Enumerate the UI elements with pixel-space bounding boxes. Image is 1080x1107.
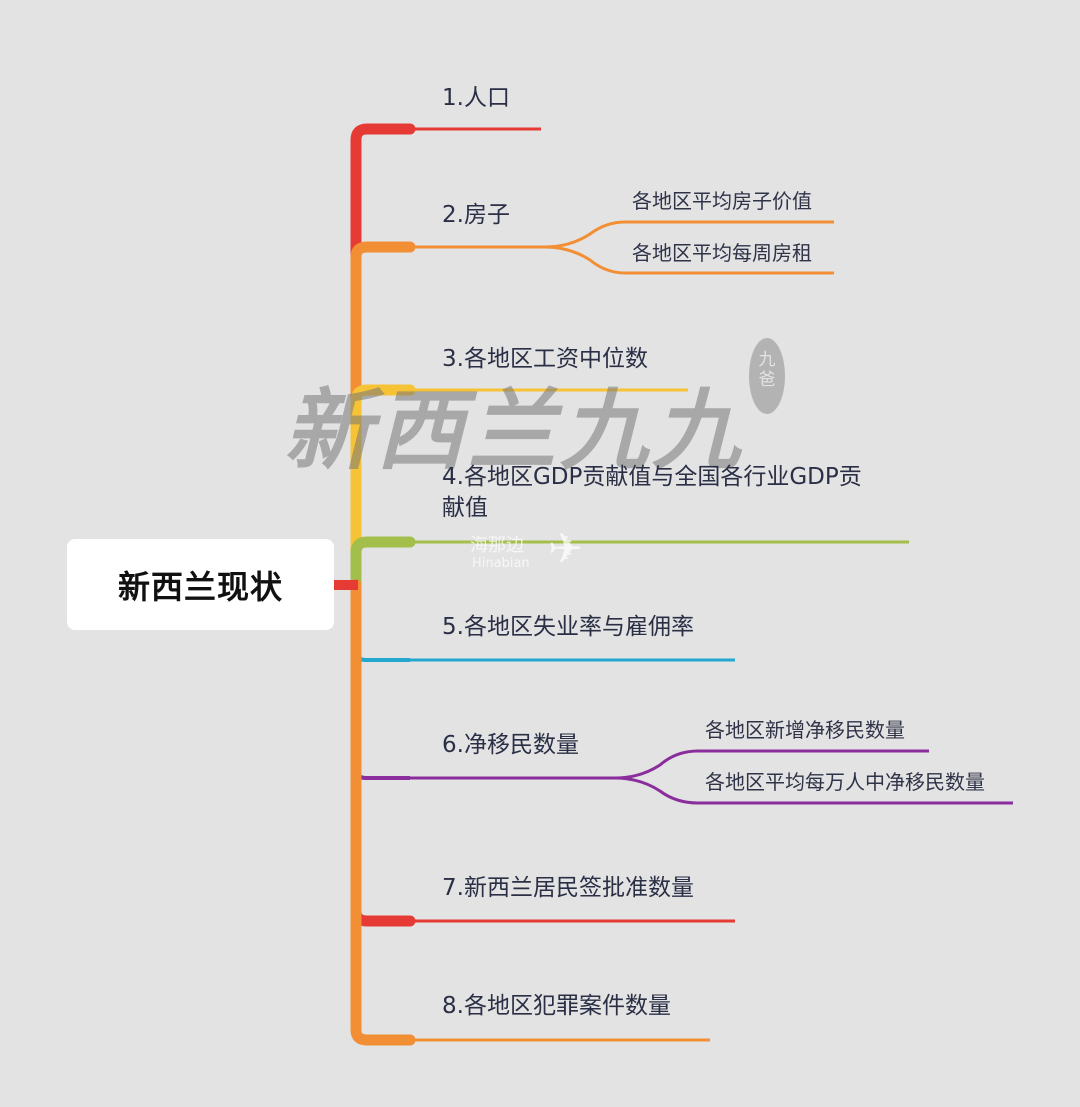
- branch-2-child-1-label[interactable]: 各地区平均房子价值: [632, 189, 812, 213]
- trunk-segment-red-bottom: [350, 579, 416, 927]
- logo-watermark-en: Hinabian: [472, 556, 530, 571]
- branch-4-label[interactable]: 4.各地区GDP贡献值与全国各行业GDP贡献值: [442, 464, 862, 521]
- branch-2-child-2-label[interactable]: 各地区平均每周房租: [632, 241, 812, 265]
- branch-6-label[interactable]: 6.净移民数量: [442, 732, 579, 758]
- trunk-segment-blue: [354, 585, 410, 662]
- trunk-segment-green: [350, 536, 416, 591]
- child-connector-6a: [614, 749, 929, 780]
- logo-watermark-cn: 海那边: [470, 535, 524, 556]
- watermark-text: 新西兰九九: [284, 378, 745, 482]
- branch-8-label[interactable]: 8.各地区犯罪案件数量: [442, 993, 671, 1019]
- branch-1-label[interactable]: 1.人口: [442, 85, 510, 111]
- branch-2-label[interactable]: 2.房子: [442, 202, 510, 228]
- branch-5-label[interactable]: 5.各地区失业率与雇佣率: [442, 614, 694, 640]
- root-label: 新西兰现状: [117, 567, 283, 606]
- child-connector-2a: [544, 220, 834, 249]
- child-connector-2b: [544, 245, 834, 275]
- trunk-segment-purple: [354, 585, 410, 780]
- root-node[interactable]: 新西兰现状: [67, 539, 334, 630]
- child-connector-6b: [614, 776, 1013, 805]
- logo-watermark-icon: ✈: [548, 524, 584, 573]
- seal-text: 九爸: [758, 350, 776, 390]
- branch-6-child-2-label[interactable]: 各地区平均每万人中净移民数量: [705, 770, 985, 794]
- seal-watermark: [749, 338, 785, 414]
- branch-7-label[interactable]: 7.新西兰居民签批准数量: [442, 875, 694, 901]
- branch-6-child-1-label[interactable]: 各地区新增净移民数量: [705, 718, 905, 742]
- branch-3-label[interactable]: 3.各地区工资中位数: [442, 346, 648, 372]
- trunk-segment-orange: [350, 241, 416, 591]
- trunk-segment-orange-bottom: [350, 579, 416, 1046]
- trunk-segment-red-top: [350, 123, 416, 591]
- trunk-segment-yellow: [350, 384, 416, 591]
